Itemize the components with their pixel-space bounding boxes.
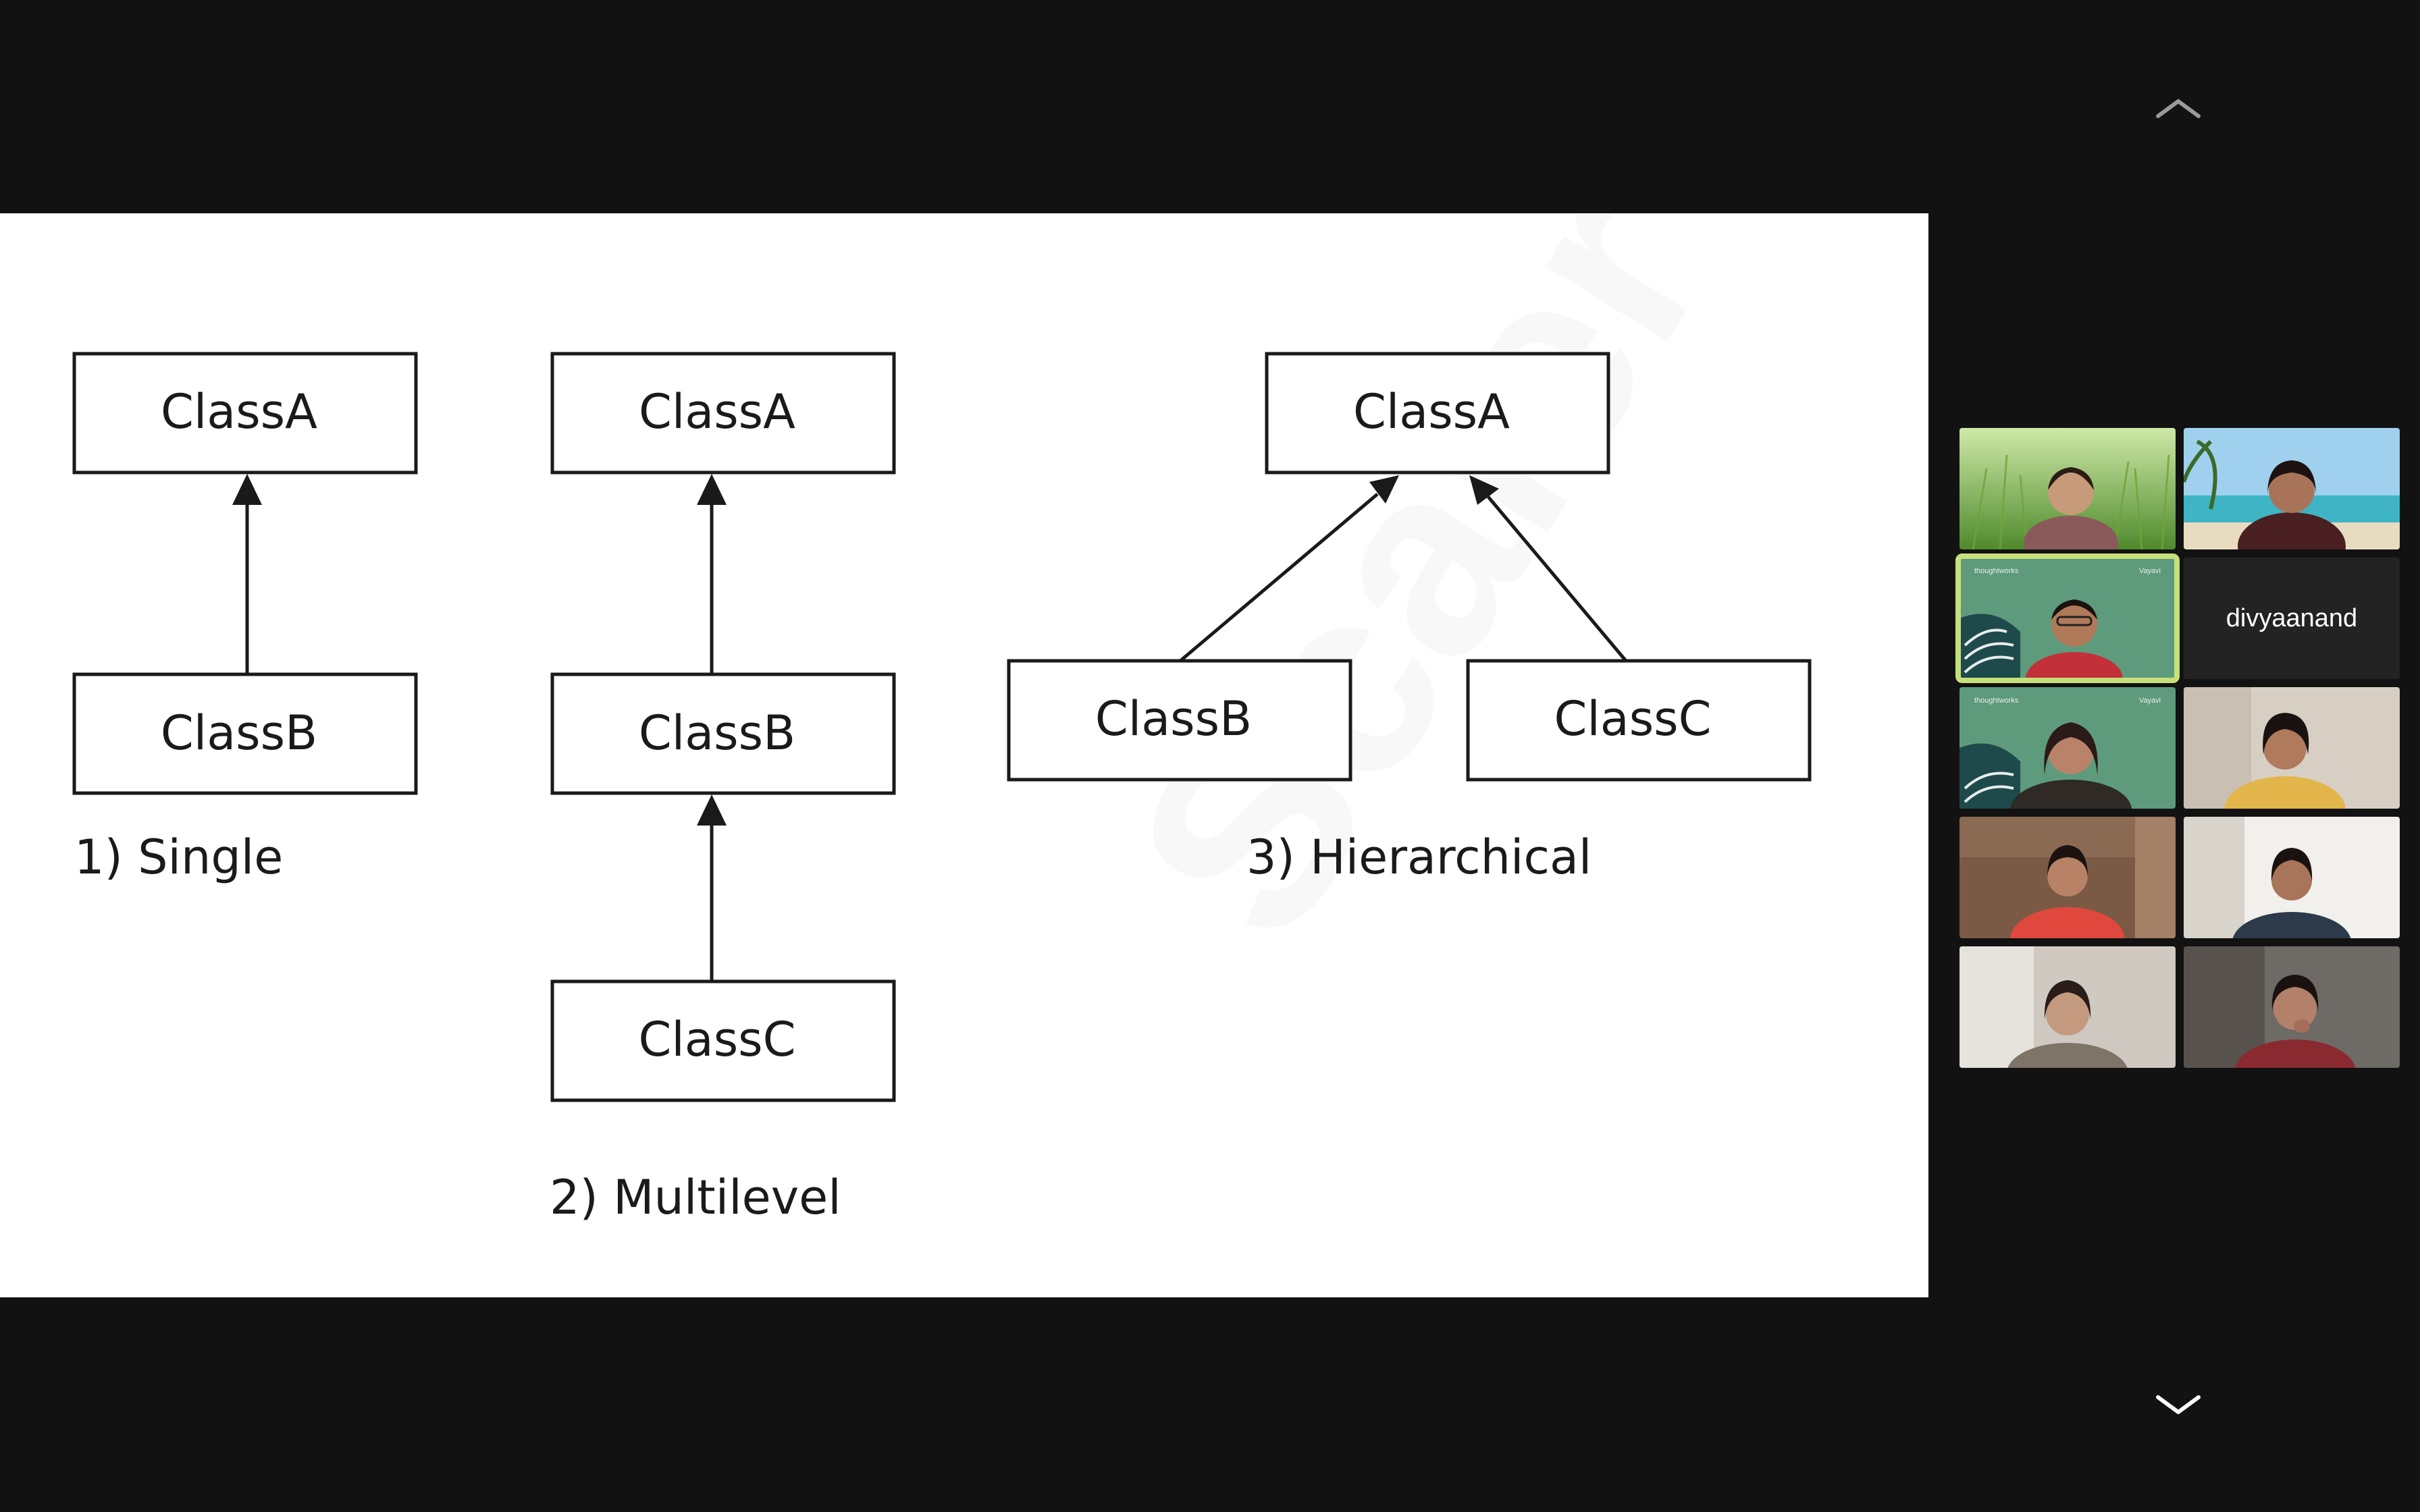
multilevel-caption: 2) Multilevel: [550, 1170, 841, 1225]
hierarchical-arrowhead-right: [1469, 475, 1499, 505]
multilevel-class-c-label: ClassC: [638, 1012, 795, 1067]
hierarchical-class-a-box: ClassA: [1265, 352, 1610, 475]
participant-video-3: [1959, 558, 2176, 679]
single-class-a-label: ClassA: [161, 384, 317, 439]
multilevel-arrowhead-b: [697, 794, 727, 826]
participant-video-6: [2184, 687, 2400, 809]
multilevel-inheritance-group: ClassA ClassB ClassC 2) Multilevel: [550, 352, 896, 1225]
multilevel-class-b-box: ClassB: [550, 672, 896, 795]
multilevel-class-a-label: ClassA: [639, 384, 795, 439]
shared-screen: Scaler ClassA ClassB 1) Single: [0, 213, 1928, 1297]
participant-video-9: [1959, 946, 2176, 1068]
hierarchical-class-b-box: ClassB: [1007, 659, 1352, 782]
participant-video-8: [2184, 817, 2400, 938]
single-arrowhead: [232, 474, 262, 505]
multilevel-class-c-box: ClassC: [550, 979, 896, 1102]
single-class-b-box: ClassB: [72, 672, 418, 795]
participant-tile-3-active-speaker[interactable]: thoughtworks Vayavi: [1955, 554, 2180, 683]
single-inheritance-group: ClassA ClassB 1) Single: [72, 352, 418, 885]
hierarchical-class-b-label: ClassB: [1095, 691, 1252, 747]
hierarchical-arrow-b-to-a: [1179, 493, 1379, 662]
hierarchical-class-c-box: ClassC: [1466, 659, 1812, 782]
hierarchical-class-c-label: ClassC: [1554, 691, 1711, 747]
background-label-left: thoughtworks: [1974, 697, 2019, 705]
background-label-right: Vayavi: [2138, 567, 2161, 575]
participant-tile-4[interactable]: divyaanand: [2184, 558, 2400, 679]
inheritance-diagram: Scaler ClassA ClassB 1) Single: [72, 352, 1812, 1225]
hierarchical-arrow-c-to-a: [1487, 495, 1627, 662]
participant-tile-2[interactable]: [2184, 428, 2400, 549]
chevron-up-icon: [2156, 99, 2201, 118]
multilevel-class-a-box: ClassA: [550, 352, 896, 475]
hierarchical-arrowhead-left: [1369, 475, 1399, 504]
single-caption: 1) Single: [74, 830, 283, 885]
hierarchical-caption: 3) Hierarchical: [1246, 830, 1592, 885]
participant-gallery: thoughtworks Vayavi divyaanand thoughtwo…: [1955, 0, 2401, 1512]
participant-video-5: [1959, 687, 2176, 809]
participant-tile-9[interactable]: [1959, 946, 2176, 1068]
background-label-left: thoughtworks: [1974, 567, 2019, 575]
participant-video-7: [1959, 817, 2176, 938]
participant-name-label: divyaanand: [2184, 558, 2400, 679]
multilevel-class-b-label: ClassB: [639, 705, 795, 761]
background-label-right: Vayavi: [2138, 697, 2161, 705]
participant-tile-8[interactable]: [2184, 817, 2400, 938]
single-class-b-label: ClassB: [161, 705, 317, 761]
gallery-scroll-down-button[interactable]: [2151, 1384, 2205, 1424]
participant-tile-6[interactable]: [2184, 687, 2400, 809]
participant-tile-5[interactable]: thoughtworks Vayavi: [1959, 687, 2176, 809]
hierarchical-inheritance-group: ClassA ClassB ClassC 3) Hierarchical: [1007, 352, 1812, 885]
participant-tile-7[interactable]: [1959, 817, 2176, 938]
participant-tile-10[interactable]: [2184, 946, 2400, 1068]
participant-video-2: [2184, 428, 2400, 549]
hierarchical-class-a-label: ClassA: [1353, 384, 1510, 439]
single-class-a-box: ClassA: [72, 352, 418, 475]
chevron-down-icon: [2156, 1395, 2201, 1414]
participant-tile-1[interactable]: [1959, 428, 2176, 549]
participant-video-1: [1959, 428, 2176, 549]
participant-video-10: [2184, 946, 2400, 1068]
gallery-scroll-up-button[interactable]: [2151, 88, 2205, 128]
multilevel-arrowhead-a: [697, 474, 727, 505]
